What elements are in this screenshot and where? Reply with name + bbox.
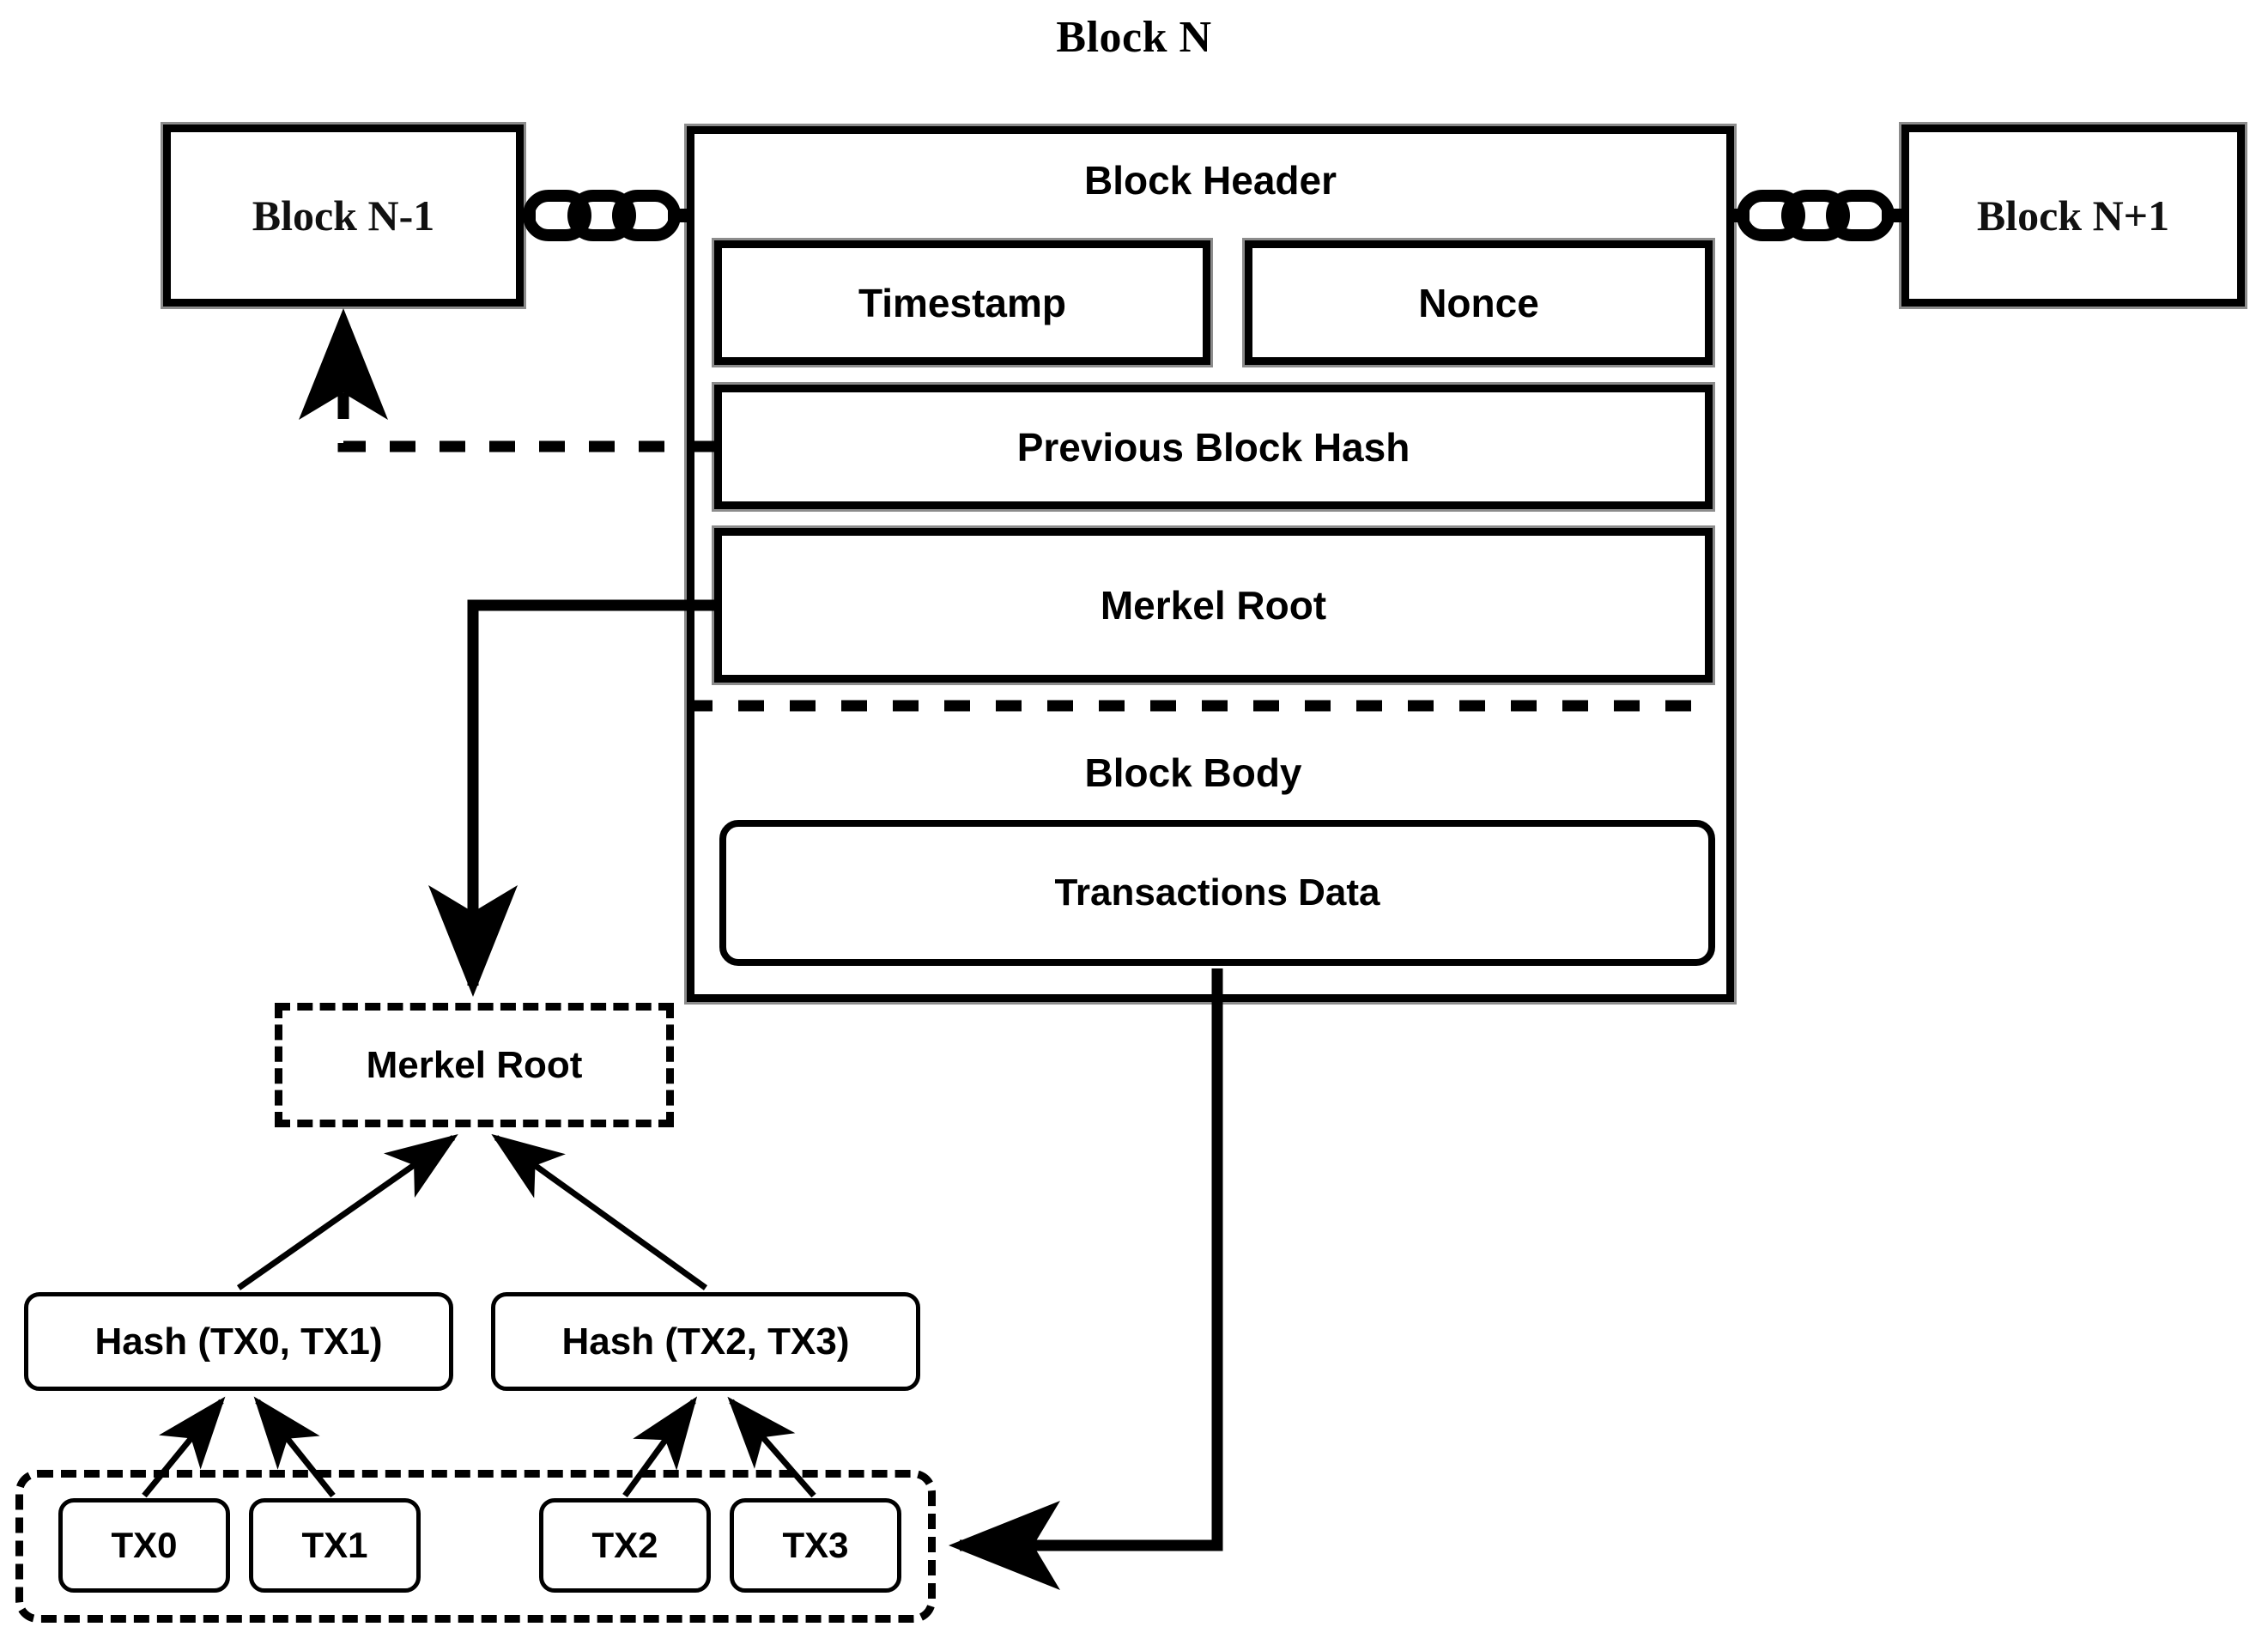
merkel-root-to-tree-arrow — [428, 599, 714, 997]
chain-link-icon-left — [518, 190, 688, 241]
transaction-tx1[interactable]: TX1 — [249, 1498, 421, 1593]
prev-hash-to-block-n-minus-1-arrow — [299, 308, 714, 452]
transaction-tx1-label: TX1 — [301, 1525, 368, 1565]
transactions-data-label: Transactions Data — [1054, 871, 1380, 914]
field-merkel-root[interactable]: Merkel Root — [712, 525, 1715, 685]
hash-node-0[interactable]: Hash (TX0, TX1) — [24, 1292, 453, 1391]
hash-node-0-to-root-arrow — [236, 1133, 458, 1290]
transaction-tx3[interactable]: TX3 — [730, 1498, 901, 1593]
transaction-tx0-label: TX0 — [111, 1525, 178, 1565]
chain-link-icon-right — [1729, 190, 1902, 241]
transactions-data-box[interactable]: Transactions Data — [719, 820, 1715, 966]
block-n-plus-1[interactable]: Block N+1 — [1899, 122, 2247, 309]
block-n-plus-1-label: Block N+1 — [1976, 191, 2170, 240]
transactions-data-to-tx-group-arrow — [949, 968, 1223, 1590]
hash-node-0-label: Hash (TX0, TX1) — [94, 1320, 383, 1363]
hash-node-1-label: Hash (TX2, TX3) — [561, 1320, 850, 1363]
field-timestamp[interactable]: Timestamp — [712, 238, 1213, 367]
field-timestamp-label: Timestamp — [858, 280, 1067, 325]
transactions-group — [15, 1470, 936, 1623]
page-title: Block N — [1056, 13, 1212, 62]
field-previous-block-hash-label: Previous Block Hash — [1016, 424, 1410, 470]
field-previous-block-hash[interactable]: Previous Block Hash — [712, 382, 1715, 512]
block-n-minus-1-label: Block N-1 — [252, 191, 435, 240]
hash-node-1-to-root-arrow — [491, 1133, 708, 1290]
field-nonce-label: Nonce — [1418, 280, 1539, 325]
block-header-caption: Block Header — [1083, 158, 1337, 203]
transaction-tx3-label: TX3 — [782, 1525, 849, 1565]
transaction-tx2-label: TX2 — [591, 1525, 658, 1565]
merkel-root-dashed-label: Merkel Root — [366, 1043, 583, 1086]
merkel-root-dashed-box[interactable]: Merkel Root — [275, 1003, 674, 1127]
transaction-tx2[interactable]: TX2 — [539, 1498, 711, 1593]
hash-node-1[interactable]: Hash (TX2, TX3) — [491, 1292, 920, 1391]
field-nonce[interactable]: Nonce — [1242, 238, 1715, 367]
block-body-caption: Block Body — [1084, 750, 1302, 795]
block-n-minus-1[interactable]: Block N-1 — [161, 122, 526, 309]
field-merkel-root-label: Merkel Root — [1100, 583, 1327, 628]
transaction-tx0[interactable]: TX0 — [58, 1498, 230, 1593]
